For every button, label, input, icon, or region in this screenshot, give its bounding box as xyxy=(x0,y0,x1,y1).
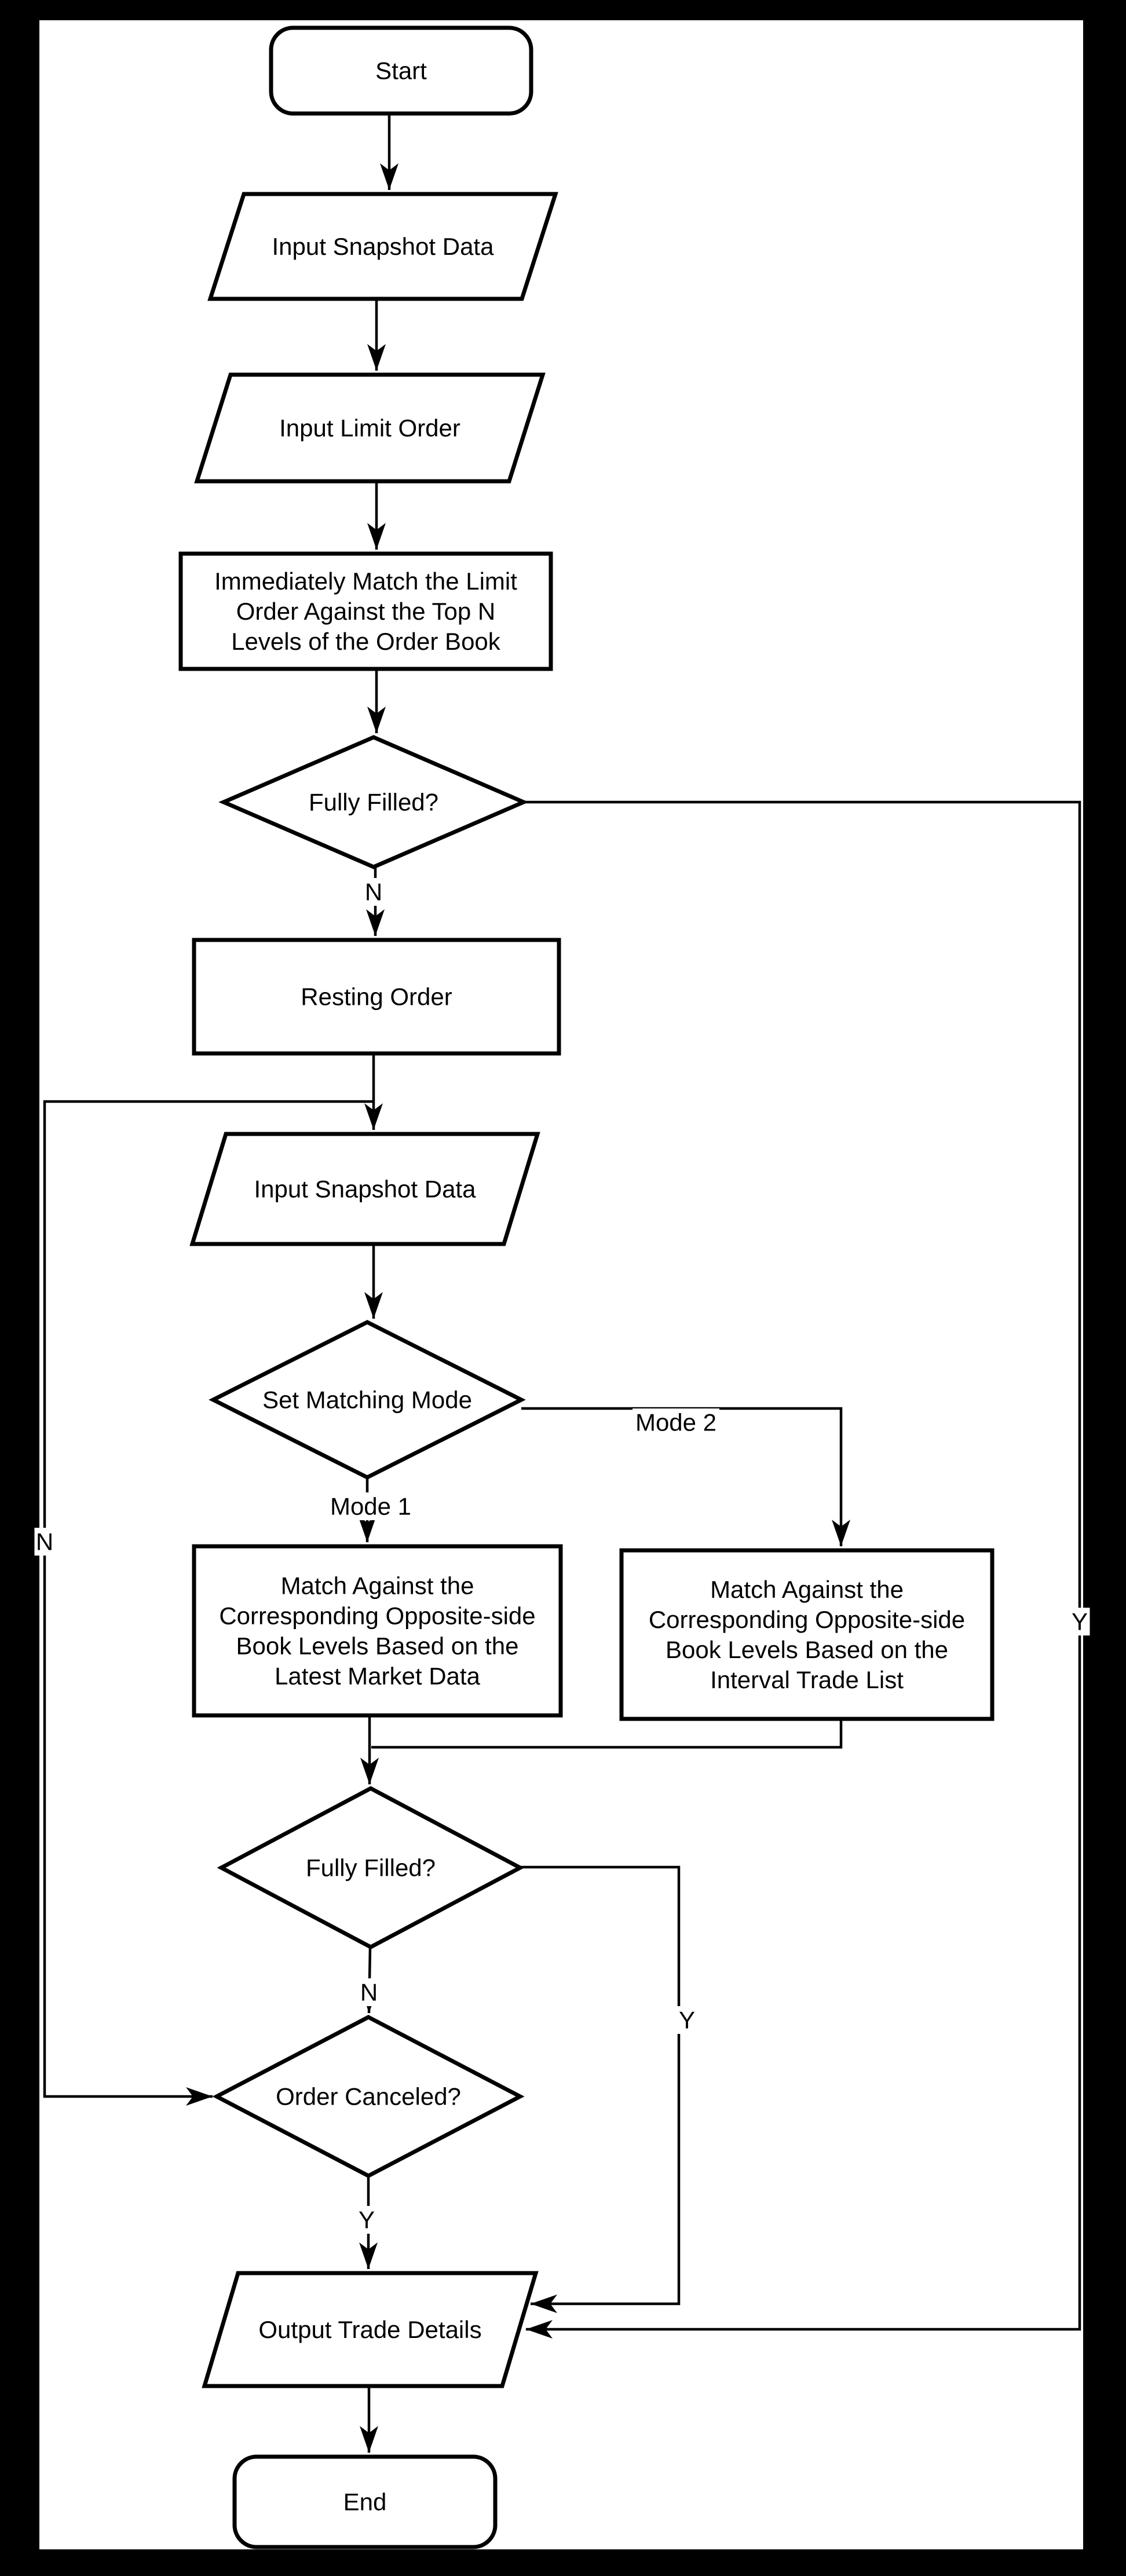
edge-label-order-canceled-yes: Y xyxy=(359,2207,375,2234)
edge-label-fully-filled-1-yes: Y xyxy=(1072,1608,1088,1635)
edge-label-fully-filled-2-no: N xyxy=(360,1979,378,2006)
decision-shape xyxy=(217,1786,525,1949)
node-label: Input Snapshot Data xyxy=(272,233,495,260)
node-label: End xyxy=(343,2489,387,2516)
diagram-edges xyxy=(43,114,1081,2453)
terminator-shape xyxy=(269,25,533,116)
io-shape xyxy=(207,192,558,301)
edge-mode-2 xyxy=(521,1407,850,1546)
node-end: End xyxy=(232,2454,498,2549)
node-fully-filled-2: Fully Filled? xyxy=(217,1786,525,1949)
node-start: Start xyxy=(269,25,533,116)
node-label: Input Limit Order xyxy=(279,415,460,442)
edge-label-background xyxy=(363,878,384,906)
edge-label-background xyxy=(359,1978,379,2006)
node-label: Start xyxy=(375,57,427,85)
edge-cancel-loop xyxy=(43,1100,374,2106)
edge-label-mode-1: Mode 1 xyxy=(330,1493,411,1520)
edge-label-background xyxy=(327,1492,414,1520)
node-label: Output Trade Details xyxy=(258,2316,481,2343)
node-label: Fully Filled? xyxy=(306,1854,436,1882)
io-shape xyxy=(194,372,546,484)
edge-fully-filled-2-yes xyxy=(521,1865,681,2313)
node-label: Order Canceled? xyxy=(276,2083,461,2110)
diagram-edge-labels: Y N N Mode 1 Mode 2 N Y Y xyxy=(34,878,1090,2234)
node-label: Set Matching Mode xyxy=(262,1386,472,1414)
edge-label-fully-filled-2-yes: Y xyxy=(679,2007,695,2034)
node-label: Fully Filled? xyxy=(309,789,438,816)
drawing-surface xyxy=(39,20,1083,2549)
terminator-shape xyxy=(232,2454,498,2549)
edge-label-background xyxy=(1069,1608,1090,1635)
node-resting-order: Resting Order xyxy=(192,938,561,1056)
edge-fully-filled-1-yes xyxy=(522,800,1081,2339)
edge-label-mode-2: Mode 2 xyxy=(635,1409,716,1436)
node-fully-filled-1: Fully Filled? xyxy=(218,735,529,869)
edge-match2-join xyxy=(371,1719,843,1749)
node-label: Resting Order xyxy=(301,983,452,1011)
edge-label-cancel-loop: N xyxy=(36,1528,53,1556)
edge-label-background xyxy=(356,2206,377,2234)
io-shape xyxy=(189,1132,540,1246)
diagram-canvas xyxy=(39,20,1083,2549)
process-shape xyxy=(178,551,553,671)
node-input-snapshot-data-1: Input Snapshot Data xyxy=(207,192,558,301)
io-shape xyxy=(202,2271,539,2388)
edge-label-background xyxy=(633,1408,719,1436)
edge-label-background xyxy=(677,2006,697,2034)
edge-label-fully-filled-1-no: N xyxy=(365,879,382,906)
node-output-trade-details: Output Trade Details xyxy=(202,2271,539,2388)
node-set-matching-mode: Set Matching Mode xyxy=(209,1320,526,1480)
process-shape xyxy=(192,1544,563,1718)
node-label: Input Snapshot Data xyxy=(254,1176,477,1203)
process-shape xyxy=(192,938,561,1056)
node-input-snapshot-data-2: Input Snapshot Data xyxy=(189,1132,540,1246)
process-shape xyxy=(619,1548,995,1721)
decision-shape xyxy=(218,735,529,869)
node-input-limit-order: Input Limit Order xyxy=(194,372,546,484)
edge-label-background xyxy=(34,1528,55,1556)
